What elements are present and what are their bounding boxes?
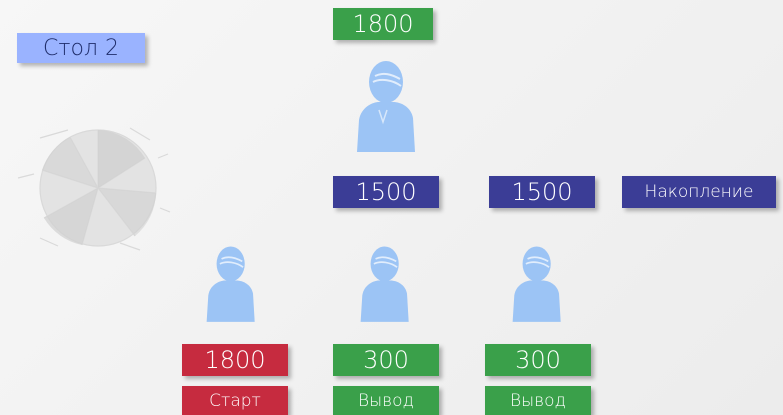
top-value-box: 1800 bbox=[333, 8, 433, 40]
bottom-value-box: 1800 bbox=[182, 344, 288, 376]
level2-value-box: 1500 bbox=[489, 176, 595, 208]
bottom-value-box: 300 bbox=[485, 344, 591, 376]
level2-value-box: 1500 bbox=[333, 176, 439, 208]
person-icon bbox=[357, 61, 415, 152]
bottom-value-box: 300 bbox=[333, 344, 439, 376]
person-icon bbox=[512, 246, 561, 322]
person-icon bbox=[206, 246, 255, 322]
bottom-label-box: Вывод bbox=[333, 386, 439, 415]
pie-chart-sketch-icon bbox=[17, 127, 171, 251]
bottom-label-box: Вывод bbox=[485, 386, 591, 415]
table-label: Стол 2 bbox=[17, 33, 145, 63]
person-icon bbox=[360, 246, 409, 322]
accumulation-label: Накопление bbox=[622, 176, 776, 208]
bottom-label-box: Старт bbox=[182, 386, 288, 415]
